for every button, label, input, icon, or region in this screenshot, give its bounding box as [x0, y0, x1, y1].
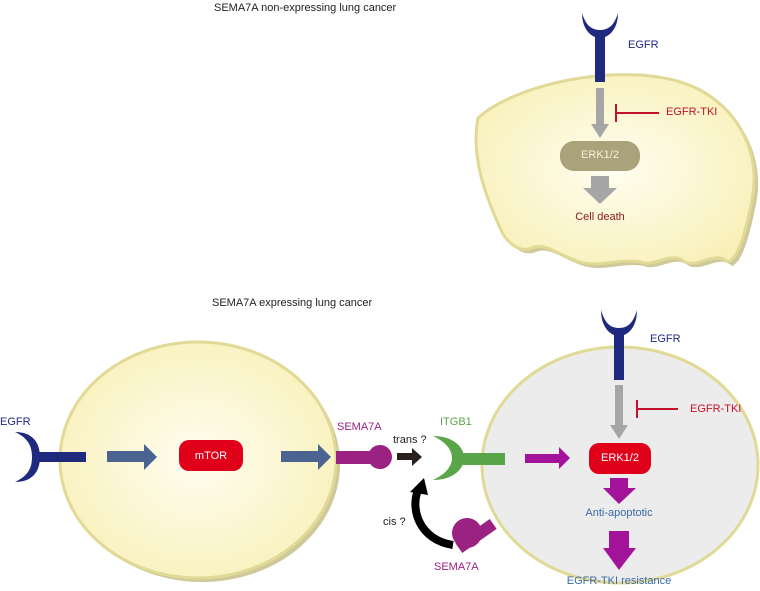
gray-arrow-top — [591, 88, 609, 138]
sema7a-ligand-cis — [452, 518, 497, 553]
label-erk-active: ERK1/2 — [601, 452, 639, 464]
mtor-box — [179, 440, 243, 471]
trans-arrow — [397, 448, 422, 466]
egfr-tki-inhibitor-right — [636, 400, 678, 418]
gray-fat-arrow-top — [583, 176, 617, 204]
title-non-expressing: SEMA7A non-expressing lung cancer — [214, 2, 397, 14]
egfr-receptor-top — [582, 13, 618, 82]
label-egfr-left: EGFR — [0, 416, 31, 428]
magenta-arrow-horizontal — [525, 447, 570, 469]
label-sema7a-cis: SEMA7A — [434, 561, 479, 573]
label-sema7a-left: SEMA7A — [337, 421, 382, 433]
label-cis: cis ? — [383, 516, 406, 528]
egfr-receptor-right — [601, 310, 637, 380]
cis-arrow — [410, 478, 454, 549]
egfr-receptor-left — [15, 432, 86, 482]
label-trans: trans ? — [393, 434, 427, 446]
label-erk-top: ERK1/2 — [581, 149, 619, 161]
label-egfr-tki-top: EGFR-TKI — [666, 106, 718, 118]
sema7a-ligand-left — [336, 445, 392, 469]
egfr-tki-inhibitor-top — [615, 104, 659, 122]
label-itgb1: ITGB1 — [440, 416, 472, 428]
blue-arrow-2 — [281, 444, 331, 470]
label-egfr-top: EGFR — [628, 39, 659, 51]
magenta-arrow-down-1 — [603, 478, 636, 504]
erk-box-active — [589, 443, 651, 474]
itgb1-receptor — [433, 436, 505, 480]
title-expressing: SEMA7A expressing lung cancer — [212, 297, 373, 309]
label-mtor: mTOR — [194, 450, 228, 462]
blue-arrow-1 — [107, 444, 157, 470]
label-anti-apoptotic: Anti-apoptotic — [585, 507, 653, 519]
label-egfr-tki-resistance: EGFR-TKI resistance — [566, 575, 672, 587]
magenta-arrow-down-2 — [603, 531, 636, 570]
label-egfr-right: EGFR — [650, 333, 681, 345]
label-egfr-tki-right: EGFR-TKI — [690, 403, 742, 415]
erk-box-top — [560, 141, 640, 171]
label-cell-death: Cell death — [575, 211, 625, 223]
gray-arrow-right — [610, 385, 628, 439]
